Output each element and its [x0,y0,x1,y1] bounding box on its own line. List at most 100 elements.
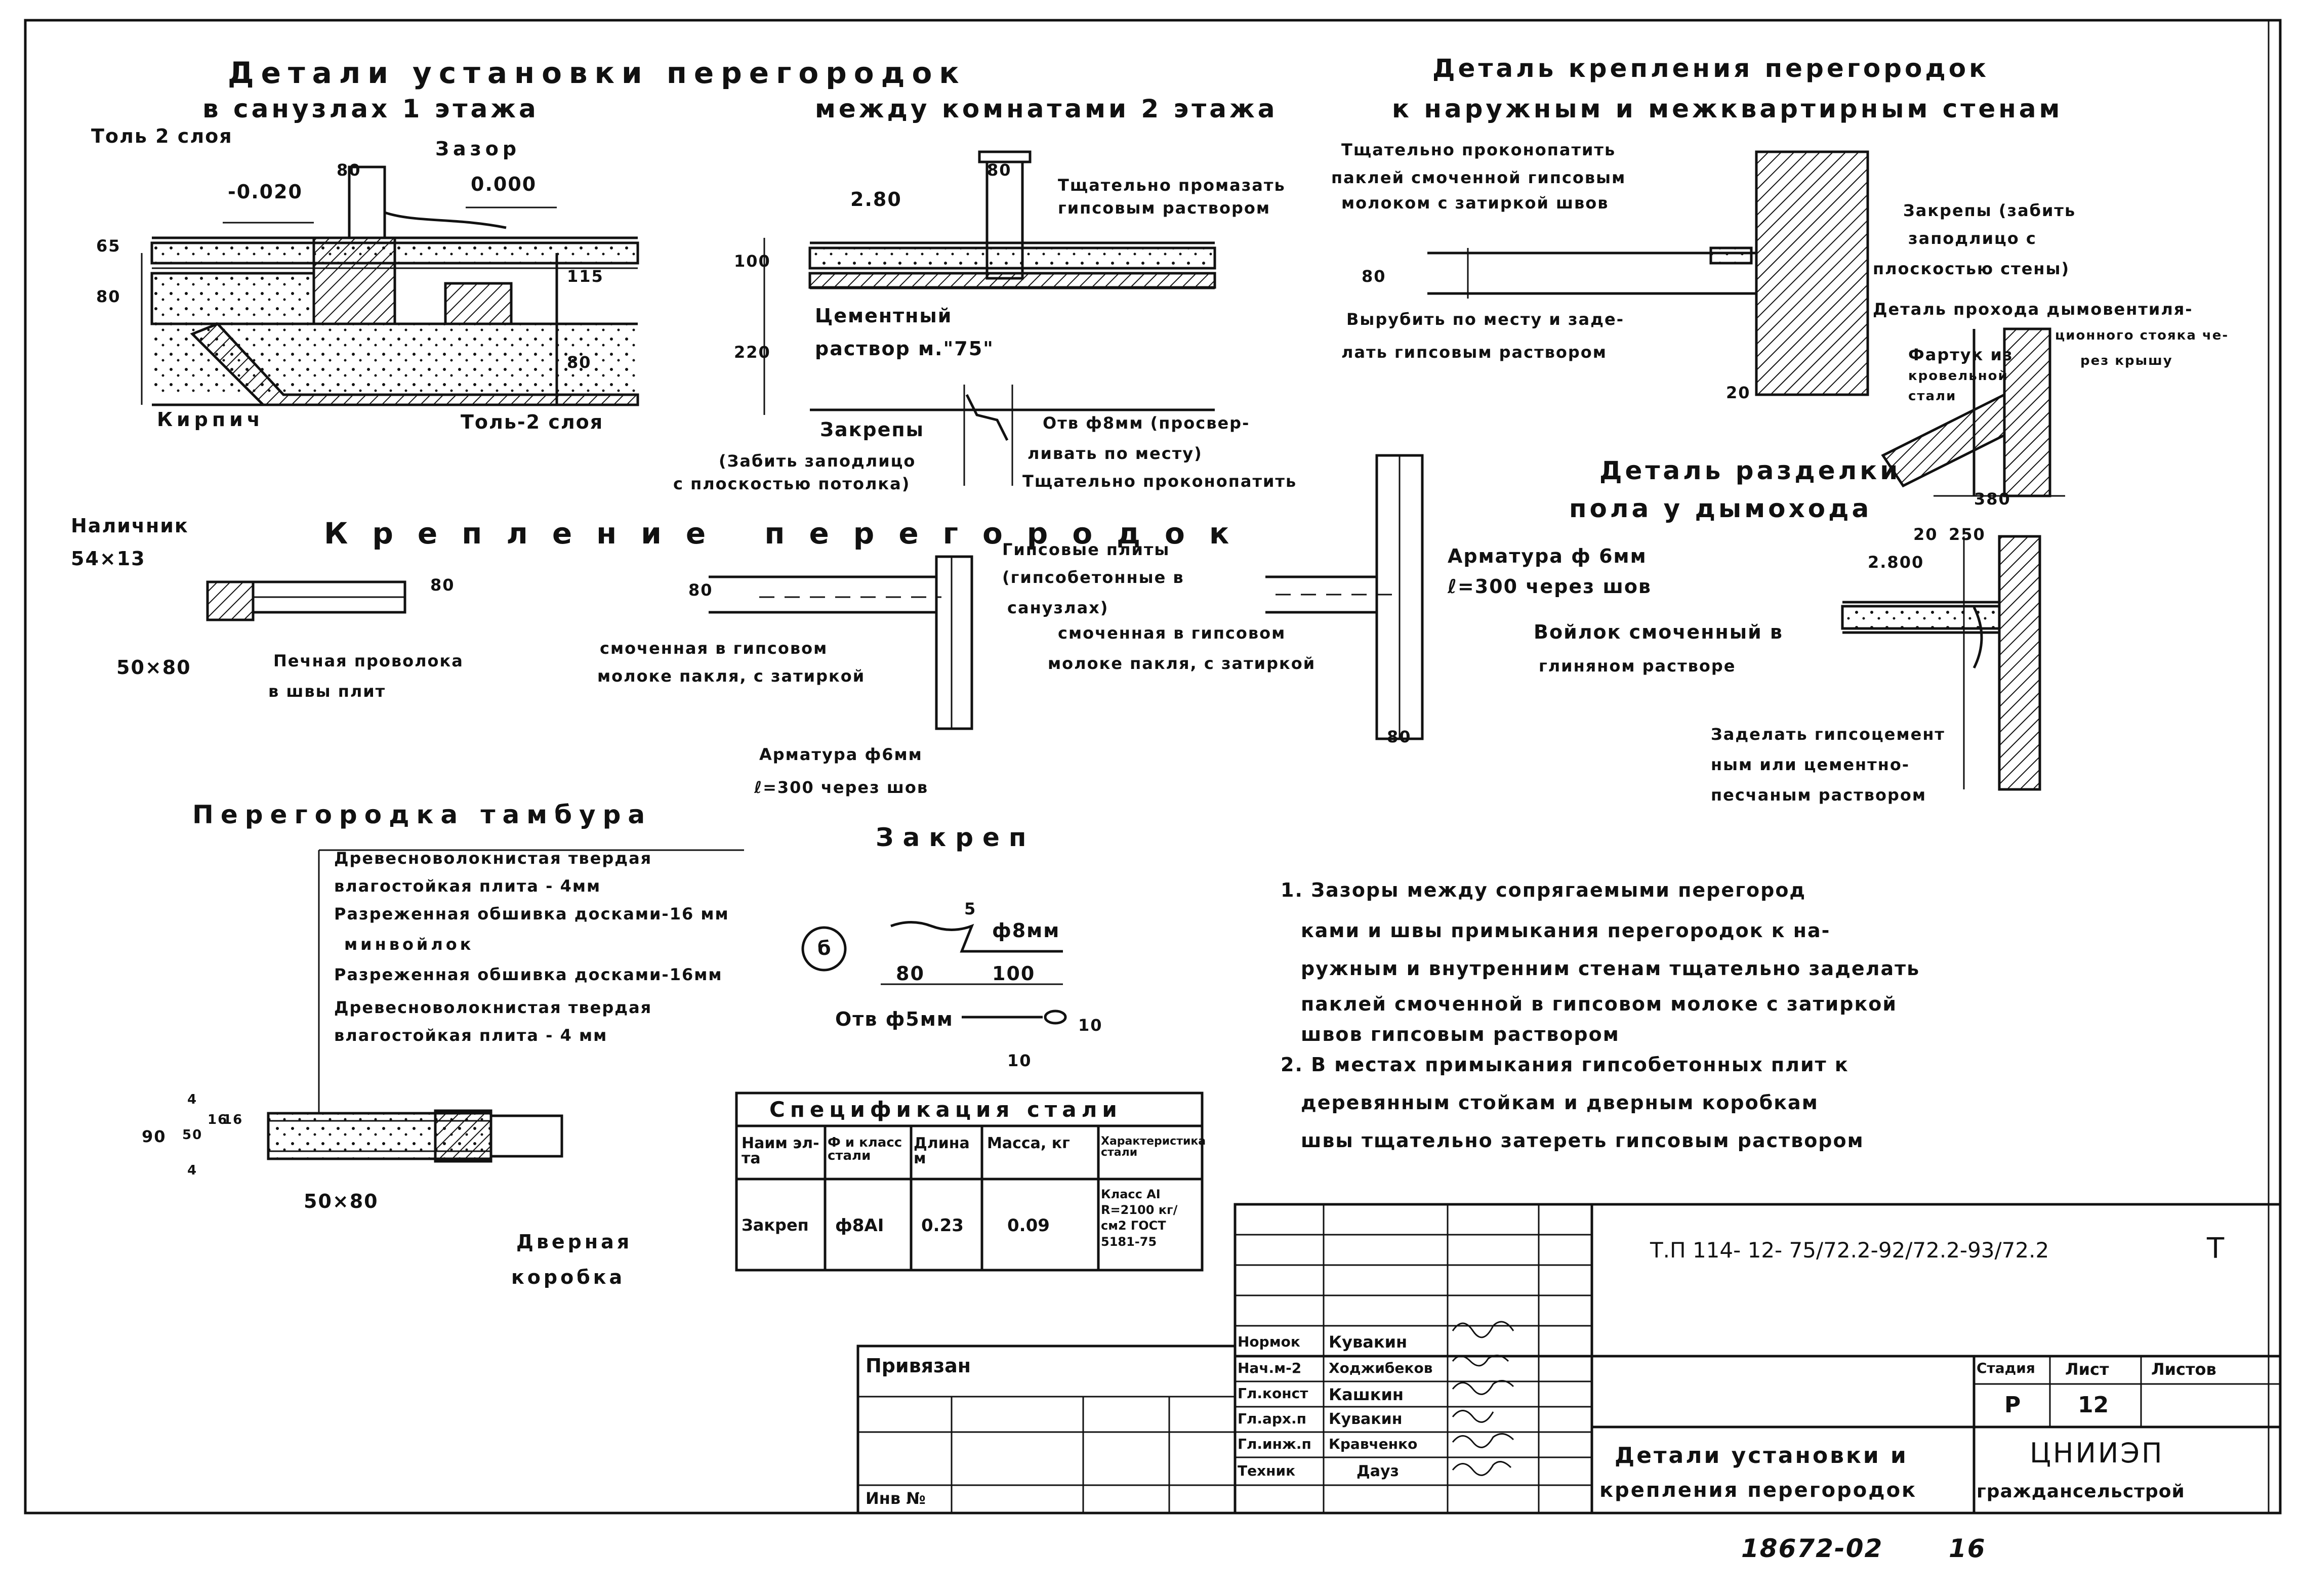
label-konop-3: молоком с затиркой швов [1341,193,1609,213]
person-name: Кувакин [1329,1410,1403,1428]
label-door-2: коробка [511,1266,626,1288]
detail-t-joint [1265,454,1424,740]
label-prohod-1: Деталь прохода дымовентиля- [1873,300,2193,319]
note-line: швов гипсовым раствором [1301,1023,1620,1045]
heading-clamp: Закреп [876,823,1036,852]
label-vest-7: влагостойкая плита - 4 мм [334,1026,608,1045]
dim-80-b: 80 [96,287,121,306]
dim-250: 250 [1949,525,1986,544]
label-pakla-b-1: смоченная в гипсовом [1058,623,1286,643]
label-pakla-a-1: смоченная в гипсовом [600,639,828,658]
spec-cell: Класс АI R=2100 кг/см2 ГОСТ 5181-75 [1101,1187,1178,1249]
role-label: Гл.арх.п [1238,1410,1306,1427]
stage-header: Стадия [1977,1360,2035,1376]
label-pakla-a-2: молоке пакля, с затиркой [597,666,866,686]
note-line: швы тщательно затереть гипсовым растворо… [1301,1129,1864,1152]
spec-header: Характеристика стали [1101,1135,1206,1159]
dim-115: 115 [567,267,604,286]
label-vest-6: Древесноволокнистая твердая [334,998,652,1017]
detail-wall-fixing [1427,150,1869,396]
dim-4-a: 4 [187,1092,198,1107]
detail-clamp [801,921,1067,1025]
doc-letter: Т [2207,1232,2225,1265]
label-clamp-d8: ф8мм [992,919,1060,942]
heading-mounting: Крепление перегородок [324,516,1254,551]
dim-20-a: 20 [1726,383,1751,402]
label-nalichnik-2: 54×13 [71,548,146,570]
dim-80-a: 80 [337,160,361,180]
person-name: Ходжибеков [1329,1360,1433,1376]
spec-header: Ф и класс стали [828,1135,902,1163]
label-otv8-1: Отв ф8мм (просвер- [1043,413,1250,433]
person-name: Кувакин [1329,1332,1408,1352]
label-zadelat-2: ным или цементно- [1711,755,1910,774]
person-name: Кравченко [1329,1436,1418,1452]
dim-100: 100 [734,251,771,271]
label-arm-b-1: Арматура ф 6мм [1448,545,1647,567]
note-line: 1. Зазоры между сопрягаемыми перегород [1281,879,1806,901]
role-label: Нормок [1238,1333,1300,1350]
label-pakla-b-2: молоке пакля, с затиркой [1048,654,1316,673]
label-zakrepy-zabit-1: Закрепы (забить [1903,201,2076,220]
heading-between-rooms: между комнатами 2 этажа [815,94,1278,123]
label-tol-bottom: Толь-2 слоя [461,411,604,433]
label-vyrubit-1: Вырубить по месту и заде- [1346,310,1624,329]
label-prohod-3: рез крышу [2080,353,2173,368]
label-kirpich: Кирпич [157,408,264,431]
label-fartuk-1: Фартук из [1908,345,2013,364]
label-zakrepy: Закрепы [820,418,925,441]
label-fartuk-2: кровельной [1908,368,2008,384]
detail-nalichnik [206,580,406,621]
role-label: Техник [1238,1462,1296,1479]
label-level-2800b: 2.800 [1868,553,1924,572]
dim-10-a: 10 [1078,1016,1103,1035]
label-vest-3: Разреженная обшивка досками-16 мм [334,904,729,923]
label-vyrubit-2: лать гипсовым раствором [1341,343,1607,362]
note-line: ками и швы примыкания перегородок к на- [1301,919,1831,942]
dim-380: 380 [1974,489,2011,509]
dim-80-e: 80 [1362,267,1386,286]
label-otv8-2: ливать по месту) [1027,444,1203,463]
dim-220: 220 [734,343,771,362]
org-name-1: ЦНИИЭП [2030,1437,2164,1469]
dim-90: 90 [142,1127,167,1146]
heading-chimney-1: Деталь разделки [1599,456,1901,485]
label-prohod-2: ционного стояка че- [2055,328,2229,343]
label-voylok-2: глиняном растворе [1539,656,1736,676]
label-provoloka-2: в швы плит [268,682,386,701]
label-clamp-otv: Отв ф5мм [835,1008,954,1030]
spec-cell: 0.09 [1007,1215,1050,1236]
doc-code: Т.П 114- 12- 75/72.2-92/72.2-93/72.2 [1650,1238,2049,1263]
title-block-lines [856,1203,2282,1515]
dim-80-f: 80 [430,575,455,595]
label-arm-a-1: Арматура ф6мм [759,745,923,764]
label-zadelat-1: Заделать гипсоцемент [1711,725,1945,744]
note-line: паклей смоченной в гипсовом молоке с зат… [1301,993,1898,1015]
dim-20-b: 20 [1913,525,1938,544]
label-zakrepy-zabit-2: заподлицо с [1908,229,2037,248]
label-vest-5: Разреженная обшивка досками-16мм [334,965,723,984]
label-vest-2: влагостойкая плита - 4мм [334,876,601,896]
label-konop-1: Тщательно проконопатить [1341,140,1616,159]
label-nalichnik-1: Наличник [71,515,189,537]
label-vest-1: Древесноволокнистая твердая [334,849,652,868]
spec-cell: Закреп [742,1215,809,1235]
heading-vestibule: Перегородка тамбура [192,800,652,829]
sheet-header: Лист [2065,1360,2109,1379]
spec-header: Длина м [914,1135,970,1167]
note-line: ружным и внутренним стенам тщательно зад… [1301,957,1920,980]
sheet-value: 12 [2078,1392,2109,1418]
role-label: Гл.конст [1238,1385,1308,1402]
archive-number: 18672-02 [1741,1534,1883,1563]
label-size-50x80-b: 50×80 [304,1190,379,1212]
dim-80-h: 80 [1387,727,1412,746]
sheets-header: Листов [2151,1360,2216,1379]
drawing-title-1: Детали установки и [1615,1443,1908,1468]
label-fartuk-3: стали [1908,389,1957,404]
label-gips-3: санузлах) [1007,598,1109,617]
note-line: 2. В местах примыкания гипсобетонных пли… [1281,1054,1849,1076]
spec-table-lines [735,1091,1204,1272]
label-size-50x80-a: 50×80 [116,656,191,679]
drawing-title-2: крепления перегородок [1599,1479,1917,1502]
page-number: 16 [1949,1534,1986,1563]
